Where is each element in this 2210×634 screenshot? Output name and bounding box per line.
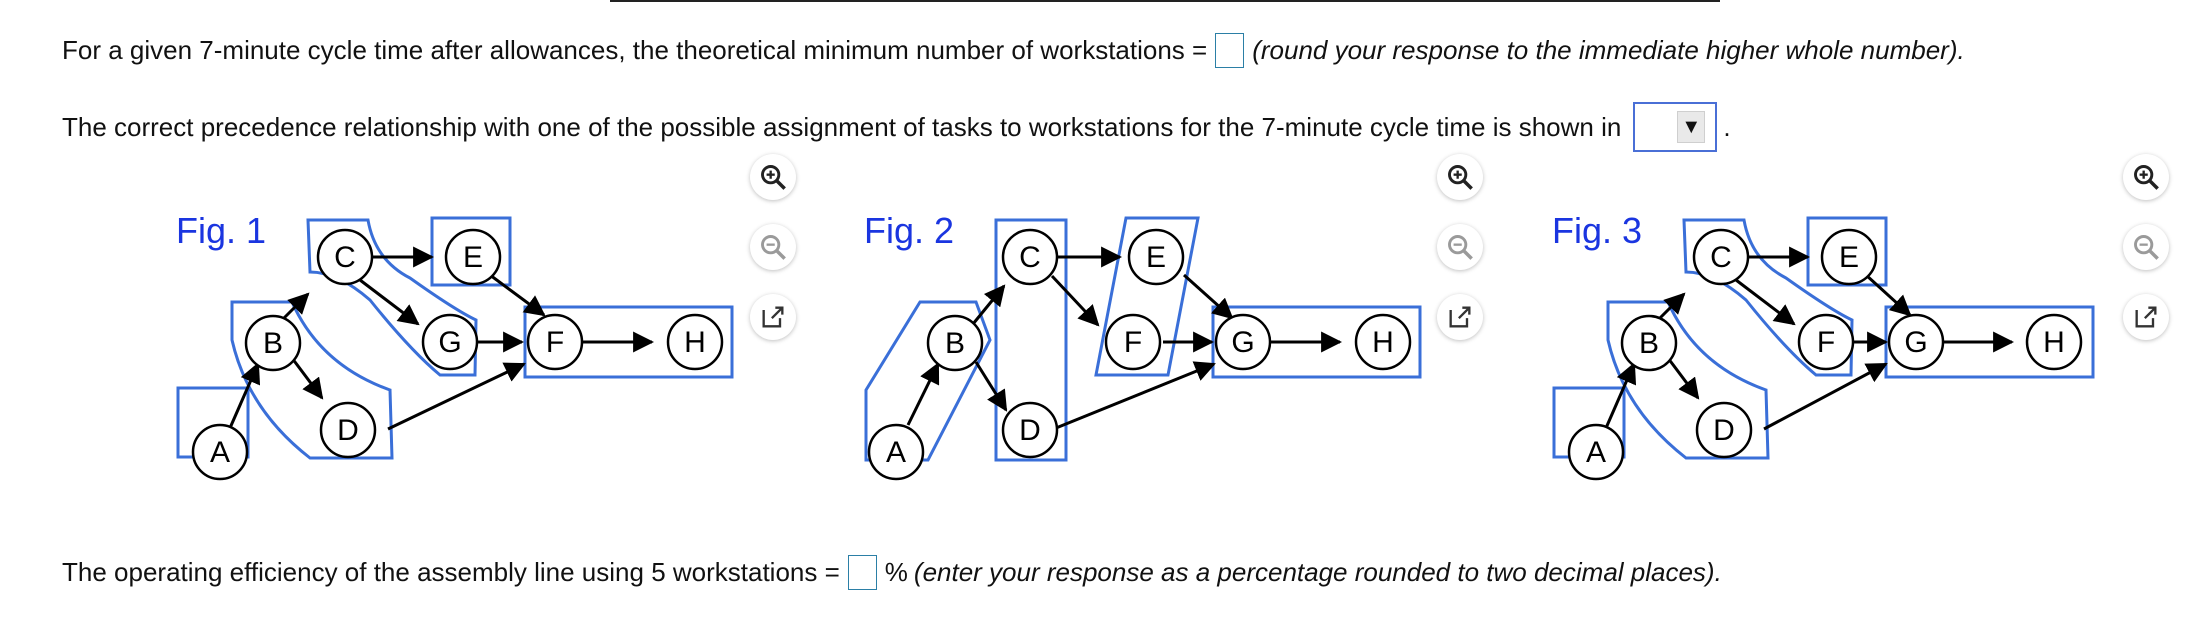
node-d: D [1713, 414, 1735, 447]
figure-3-tools [2123, 154, 2171, 364]
question-min-workstations: For a given 7-minute cycle time after al… [62, 30, 1965, 70]
zoom-in-icon[interactable] [1437, 154, 1483, 200]
figure-1-tools [750, 154, 798, 364]
q3-text: The operating efficiency of the assembly… [62, 556, 840, 587]
popout-icon[interactable] [2123, 294, 2169, 340]
station-a-outline [176, 386, 250, 459]
zoom-out-icon[interactable] [2123, 224, 2169, 270]
node-e: E [1146, 241, 1166, 274]
node-c: C [1710, 241, 1732, 274]
node-c: C [334, 241, 356, 274]
figure-3: Fig. 3 [1546, 200, 2106, 485]
popout-icon[interactable] [1437, 294, 1483, 340]
zoom-out-icon[interactable] [1437, 224, 1483, 270]
node-h: H [1372, 326, 1394, 359]
station-ef-outline [1094, 216, 1200, 377]
node-b: B [263, 327, 283, 360]
figure-2: Fig. 2 [858, 200, 1422, 485]
q2-after: . [1723, 111, 1731, 142]
node-f: F [546, 326, 564, 359]
node-b: B [945, 327, 965, 360]
q3-unit: % [884, 556, 908, 587]
zoom-out-icon[interactable] [750, 224, 796, 270]
figure-select[interactable]: ▼ [1633, 102, 1718, 152]
station-cg-outline [306, 218, 478, 377]
figure-3-label: Fig. 3 [1552, 210, 1643, 251]
node-f: F [1124, 326, 1142, 359]
station-ab-outline [864, 300, 992, 462]
popout-icon[interactable] [750, 294, 796, 340]
q2-text: The correct precedence relationship with… [62, 111, 1622, 142]
q1-text: For a given 7-minute cycle time after al… [62, 34, 1208, 65]
node-e: E [1839, 241, 1859, 274]
node-g: G [1904, 326, 1927, 359]
station-cd-outline [994, 218, 1068, 462]
figure-3-diagram: A B C D E F G H [1552, 216, 2095, 481]
dropdown-arrow-icon[interactable]: ▼ [1677, 111, 1706, 143]
node-a: A [1586, 436, 1606, 469]
zoom-in-icon[interactable] [750, 154, 796, 200]
station-a-outline [1552, 386, 1626, 459]
node-f: F [1817, 326, 1835, 359]
q1-note: (round your response to the immediate hi… [1252, 34, 1965, 65]
figure-2-label: Fig. 2 [864, 210, 955, 251]
node-a: A [886, 436, 906, 469]
figure-2-diagram: A B C D E F G H [864, 216, 1422, 481]
node-e: E [463, 241, 483, 274]
question-efficiency: The operating efficiency of the assembly… [62, 552, 1722, 592]
station-cf-outline [1682, 218, 1854, 377]
figure-2-tools [1437, 154, 1485, 364]
figure-1-diagram: A B C D E G F H [176, 216, 734, 481]
station-gh-outline [1211, 305, 1422, 379]
station-gh-outline [1884, 305, 2095, 379]
node-d: D [1019, 414, 1041, 447]
node-g: G [1231, 326, 1254, 359]
top-divider [610, 0, 1720, 2]
q3-note: (enter your response as a percentage rou… [913, 556, 1722, 587]
node-h: H [684, 326, 706, 359]
node-b: B [1639, 327, 1659, 360]
question-precedence: The correct precedence relationship with… [62, 102, 1731, 152]
node-a: A [210, 436, 230, 469]
node-d: D [337, 414, 359, 447]
node-g: G [438, 326, 461, 359]
figure-1-label: Fig. 1 [176, 210, 267, 251]
min-workstations-input[interactable] [1215, 32, 1245, 68]
node-c: C [1019, 241, 1041, 274]
efficiency-input[interactable] [847, 554, 877, 590]
figure-1: Fig. 1 [170, 200, 734, 485]
node-h: H [2043, 326, 2065, 359]
station-fh-outline [523, 305, 734, 379]
zoom-in-icon[interactable] [2123, 154, 2169, 200]
